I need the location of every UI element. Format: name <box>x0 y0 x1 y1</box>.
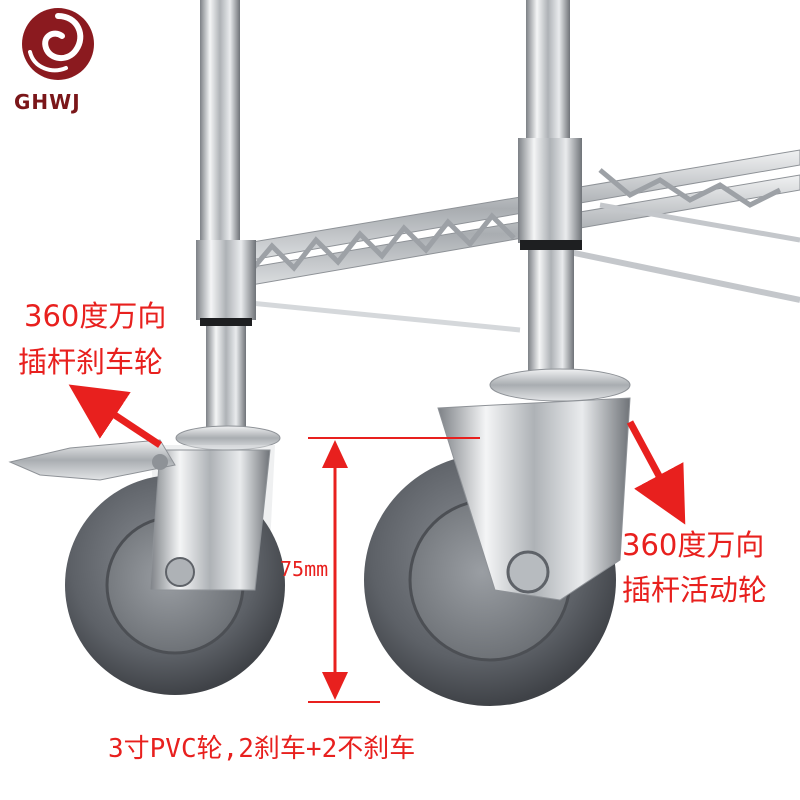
wire-shelf <box>203 149 800 333</box>
swivel-caster-label-line1: 360度万向 <box>622 528 765 562</box>
brand-name: GHWJ <box>14 90 81 114</box>
arrow-to-brake-caster <box>68 384 162 448</box>
swivel-caster-label-line2: 插杆活动轮 <box>622 573 768 607</box>
wheel-height-dimension: 75mm <box>280 557 329 581</box>
brake-caster <box>8 425 285 695</box>
brake-caster-label-line1: 360度万向 <box>24 299 167 333</box>
swirl-logo-icon <box>22 8 94 80</box>
product-caption: 3寸PVC轮,2刹车+2不刹车 <box>108 734 416 764</box>
brake-caster-label-line2: 插杆刹车轮 <box>18 345 164 379</box>
arrow-to-swivel-caster <box>626 420 686 525</box>
annotation-arrows <box>68 384 686 703</box>
brake-pedal <box>8 439 176 481</box>
swivel-caster <box>364 368 631 706</box>
dimension-arrow-bottom <box>322 672 348 700</box>
dimension-arrow-top <box>322 440 348 468</box>
right-shelf-post <box>518 0 582 380</box>
left-shelf-post <box>196 0 256 436</box>
